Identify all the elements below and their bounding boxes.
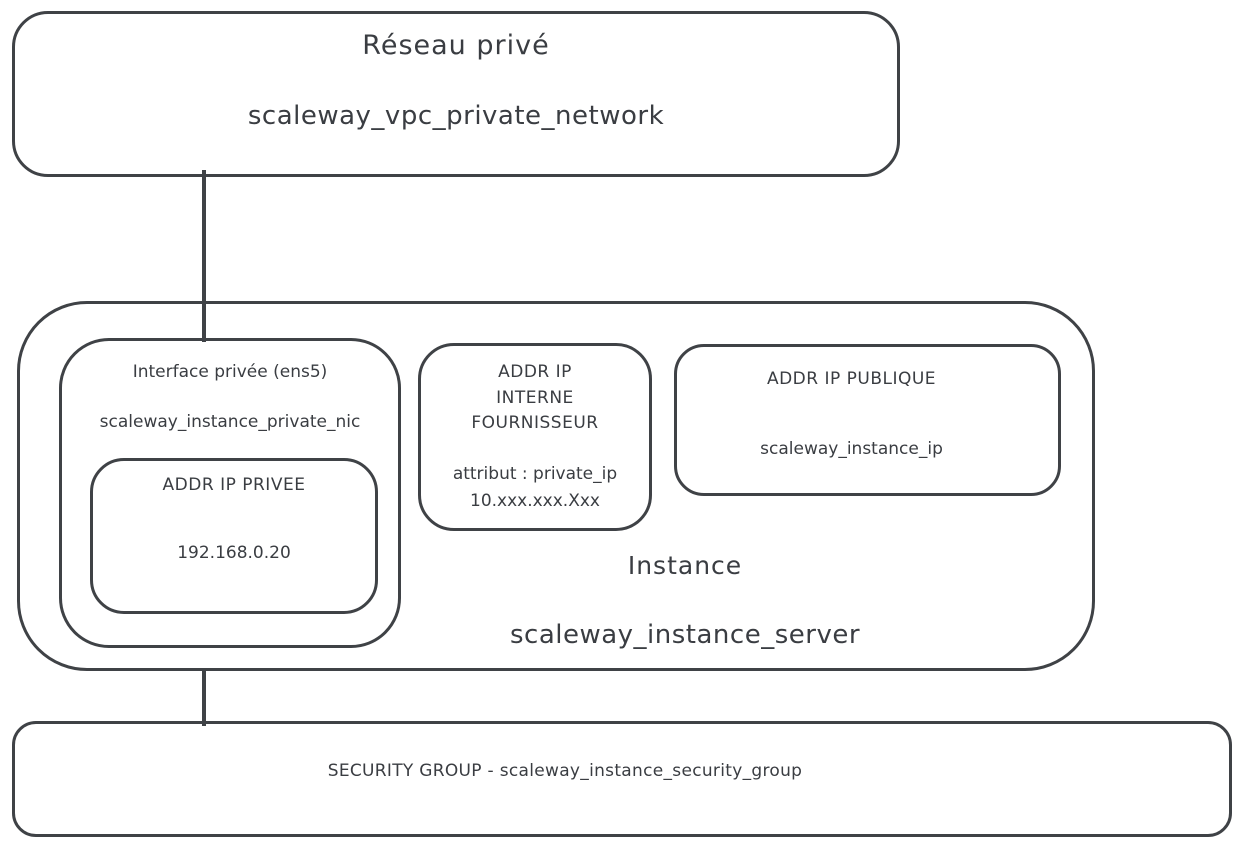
instance-title: Instance	[627, 551, 743, 580]
public-ip-resource-label: scaleway_instance_ip	[760, 439, 943, 459]
security-group-box	[12, 721, 1232, 837]
private-ip-box	[90, 458, 378, 614]
private-ip-value: 192.168.0.20	[177, 543, 291, 563]
vpc-resource-label: scaleway_vpc_private_network	[247, 101, 665, 131]
internal-ip-title-line2: INTERNE	[496, 388, 574, 408]
connector-instance-to-security-group	[202, 669, 206, 726]
internal-ip-value: 10.xxx.xxx.Xxx	[470, 491, 600, 511]
security-group-label: SECURITY GROUP - scaleway_instance_secur…	[327, 761, 803, 781]
public-ip-box	[674, 344, 1061, 496]
internal-ip-attribute: attribut : private_ip	[452, 464, 618, 484]
public-ip-title: ADDR IP PUBLIQUE	[766, 369, 937, 389]
vpc-title: Réseau privé	[362, 30, 550, 61]
instance-resource-label: scaleway_instance_server	[509, 620, 861, 650]
private-nic-resource-label: scaleway_instance_private_nic	[99, 412, 361, 432]
internal-ip-title-line1: ADDR IP	[498, 362, 572, 382]
internal-ip-title-line3: FOURNISSEUR	[471, 413, 599, 433]
vpc-private-network-box	[12, 11, 900, 177]
internal-ip-box	[418, 343, 652, 531]
connector-vpc-to-nic	[202, 170, 206, 342]
private-ip-title: ADDR IP PRIVEE	[162, 475, 306, 495]
private-nic-title: Interface privée (ens5)	[132, 362, 328, 382]
